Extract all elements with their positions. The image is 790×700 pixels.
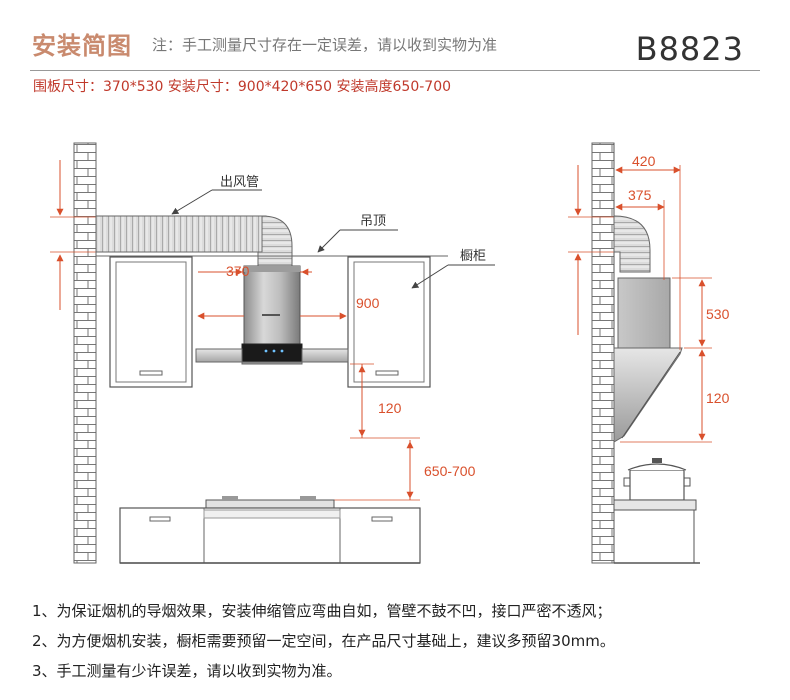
ceiling-label: 吊顶	[360, 213, 386, 228]
hood-canopy	[195, 348, 349, 365]
side-brick-wall	[591, 142, 615, 564]
side-hood-glass	[613, 347, 683, 443]
exhaust-duct	[95, 215, 267, 253]
cabinet-label: 橱柜	[460, 248, 486, 263]
measurement-note: 注：手工测量尺寸存在一定误差，请以收到实物为准	[152, 36, 498, 54]
dim-375-label: 375	[628, 187, 652, 203]
dim-120-front-label: 120	[378, 400, 402, 416]
cooktop	[205, 499, 335, 509]
dim-900-label: 900	[356, 295, 380, 311]
side-hood-column	[617, 277, 671, 349]
duct-label: 出风管	[220, 174, 259, 189]
dim-530-label: 530	[706, 306, 730, 322]
dimensions-summary: 围板尺寸：370*530 安装尺寸：900*420*650 安装高度650-70…	[33, 79, 452, 95]
header-divider	[30, 70, 760, 71]
control-panel	[241, 343, 303, 365]
dim-650-700-label: 650-700	[424, 463, 476, 479]
installation-notes: 1、为保证烟机的导烟效果，安装伸缩管应弯曲自如，管壁不鼓不凹，接口严密不透风； …	[32, 596, 615, 686]
front-view: 370 900 120 650-700 出风管	[50, 142, 495, 564]
pot-icon	[623, 458, 691, 501]
note-item: 2、为方便烟机安装，橱柜需要预留一定空间，在产品尺寸基础上，建议多预留30mm。	[32, 632, 615, 650]
range-hood-body	[243, 265, 301, 347]
dim-420-label: 420	[632, 153, 656, 169]
model-number: B8823	[635, 30, 744, 68]
dim-370-label: 370	[226, 263, 250, 279]
diagram-title: 安装简图	[32, 32, 132, 60]
side-cooktop	[613, 499, 697, 511]
front-brick-wall	[73, 142, 97, 564]
side-duct	[613, 215, 651, 273]
note-item: 3、手工测量有少许误差，请以收到实物为准。	[32, 662, 342, 680]
side-view: 420 375 530 120	[568, 142, 730, 564]
side-base-cabinet	[613, 509, 695, 564]
note-item: 1、为保证烟机的导烟效果，安装伸缩管应弯曲自如，管壁不鼓不凹，接口严密不透风；	[32, 602, 612, 620]
dim-120-side-label: 120	[706, 390, 730, 406]
